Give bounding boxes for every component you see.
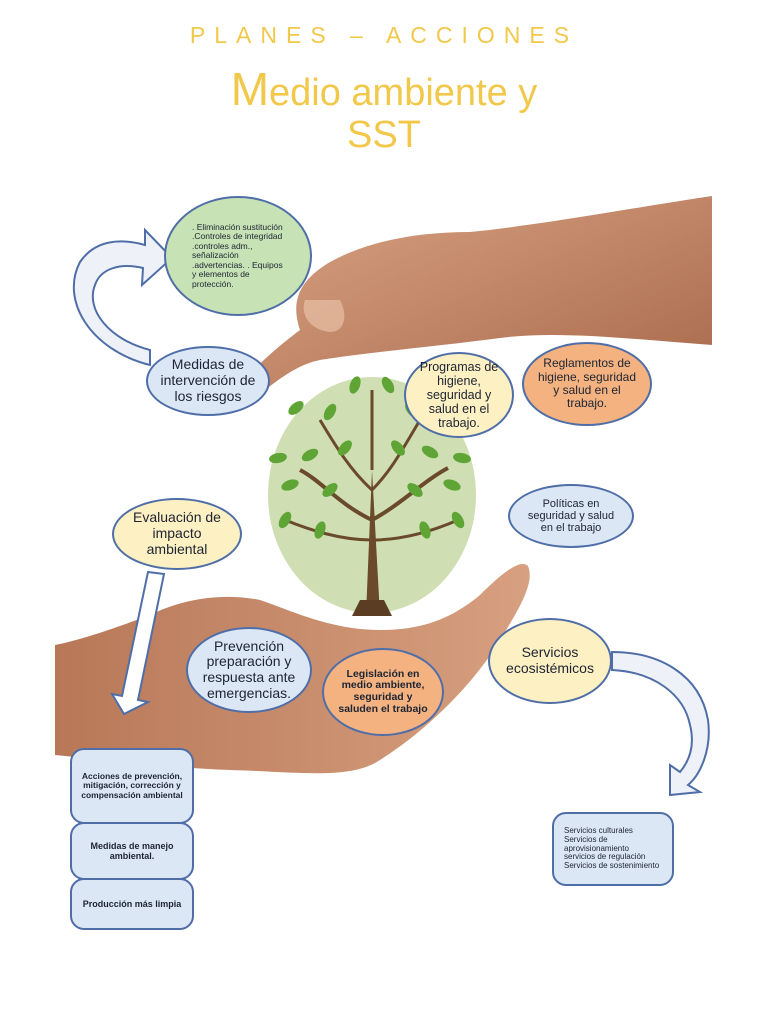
control-list-node: . Eliminación sustitución .Controles de … [164,196,312,316]
acciones-node: Acciones de prevención, mitigación, corr… [70,748,194,824]
page-title: Medio ambiente y SST [0,66,768,156]
politicas-node: Políticas en seguridad y salud en el tra… [508,484,634,548]
top-hand [236,196,712,402]
title-first-letter: M [230,63,270,115]
programas-node: Programas de higiene, seguridad y salud … [404,352,514,438]
curved-arrow-icon [611,650,710,797]
servicios-list-node: Servicios culturales Servicios de aprovi… [552,812,674,886]
medidas-manejo-node: Medidas de manejo ambiental. [70,822,194,880]
tree-icon [269,376,471,616]
curved-arrow-icon [72,227,174,367]
legislacion-node: Legislación en medio ambiente, seguridad… [322,648,444,736]
produccion-node: Producción más limpia [70,878,194,930]
servicios-node: Servicios ecosistémicos [488,618,612,704]
medidas-intervencion-node: Medidas de intervención de los riesgos [146,346,270,416]
down-arrow-icon [109,570,166,716]
evaluacion-node: Evaluación de impacto ambiental [112,498,242,570]
header-kicker: PLANES – ACCIONES [189,22,579,48]
title-line1: edio ambiente y [269,72,538,114]
prevencion-node: Prevención preparación y respuesta ante … [186,627,312,713]
reglamentos-node: Reglamentos de higiene, seguridad y salu… [522,342,652,426]
title-line2: SST [347,114,421,156]
